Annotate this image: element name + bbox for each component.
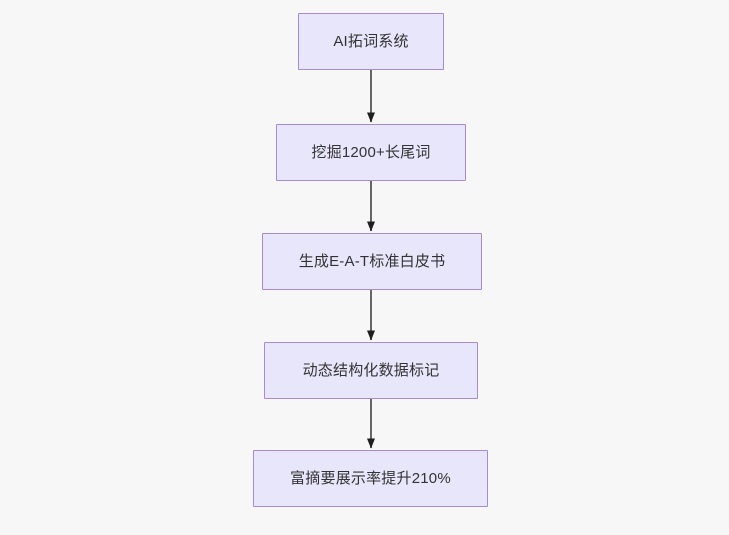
flow-node-ai-keyword-system[interactable]: AI拓词系统 [298,13,444,70]
flow-node-label: 富摘要展示率提升210% [290,469,451,487]
flow-node-label: 动态结构化数据标记 [302,361,440,379]
flow-node-label: 生成E-A-T标准白皮书 [298,252,446,270]
flow-node-generate-eat-whitepaper[interactable]: 生成E-A-T标准白皮书 [262,233,482,290]
flow-node-label: 挖掘1200+长尾词 [311,143,431,161]
flow-node-mine-longtail-keywords[interactable]: 挖掘1200+长尾词 [276,124,466,181]
flow-node-dynamic-structured-data-markup[interactable]: 动态结构化数据标记 [264,342,478,399]
flow-node-label: AI拓词系统 [333,32,409,50]
flow-node-rich-snippet-impression-lift[interactable]: 富摘要展示率提升210% [253,450,488,507]
